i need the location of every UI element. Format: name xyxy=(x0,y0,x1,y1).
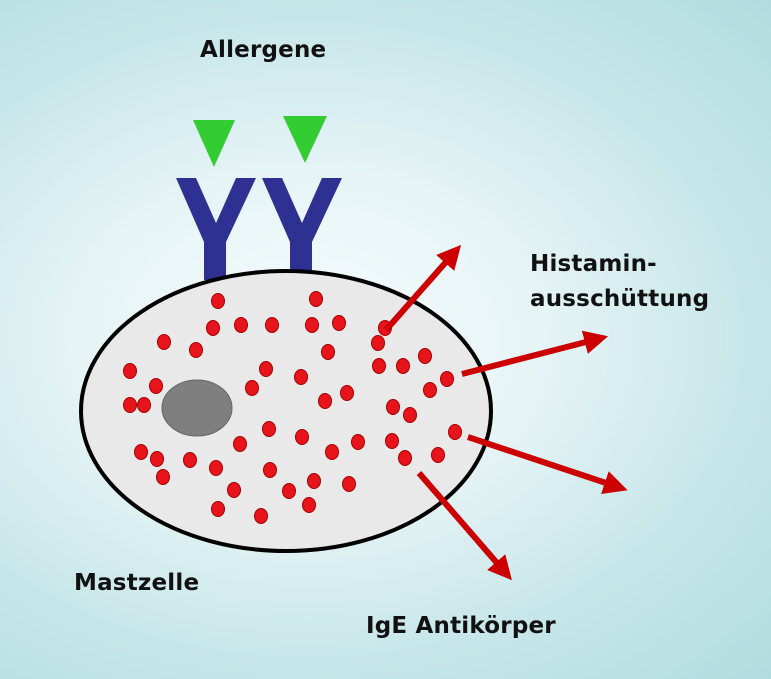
allergens-label: Allergene xyxy=(200,37,327,63)
allergen-triangle-left xyxy=(193,120,235,167)
granule xyxy=(233,436,247,452)
granule xyxy=(318,393,332,409)
granule xyxy=(211,501,225,517)
granule xyxy=(440,371,454,387)
ige-antibody-right xyxy=(262,178,342,280)
granule xyxy=(386,399,400,415)
granule xyxy=(325,444,339,460)
histamine-label-line1: Histamin- xyxy=(530,251,657,277)
granule xyxy=(206,320,220,336)
granule xyxy=(342,476,356,492)
granule xyxy=(262,421,276,437)
granule xyxy=(265,317,279,333)
granule xyxy=(211,293,225,309)
granule xyxy=(245,380,259,396)
mast-cell-body xyxy=(79,269,493,553)
histamine-release-label: Histamin- ausschüttung xyxy=(530,247,709,317)
granule xyxy=(396,358,410,374)
granule xyxy=(340,385,354,401)
granule xyxy=(372,358,386,374)
histamine-label-line2: ausschüttung xyxy=(530,286,710,312)
granule xyxy=(156,469,170,485)
granule xyxy=(282,483,296,499)
granule xyxy=(157,334,171,350)
granule xyxy=(123,397,137,413)
granule xyxy=(309,291,323,307)
granule xyxy=(385,433,399,449)
granule xyxy=(431,447,445,463)
granule xyxy=(294,369,308,385)
release-arrow-up xyxy=(383,244,462,332)
granule xyxy=(418,348,432,364)
granule xyxy=(259,361,273,377)
ige-antibodies-label: IgE Antikörper xyxy=(366,613,556,639)
allergen-triangle-right xyxy=(283,116,327,163)
cell-nucleus xyxy=(161,379,233,437)
histamine-granules xyxy=(123,291,462,524)
granule xyxy=(234,317,248,333)
granule xyxy=(254,508,268,524)
release-arrow-right xyxy=(461,330,609,377)
granule xyxy=(227,482,241,498)
granule xyxy=(423,382,437,398)
granule xyxy=(371,335,385,351)
granule xyxy=(189,342,203,358)
granule xyxy=(351,434,365,450)
histamine-release-arrows xyxy=(383,244,628,581)
granule xyxy=(321,344,335,360)
granule xyxy=(302,497,316,513)
granule xyxy=(183,452,197,468)
granule xyxy=(137,397,151,413)
ige-antibody-left xyxy=(176,178,256,280)
granule xyxy=(123,363,137,379)
granule xyxy=(209,460,223,476)
granule xyxy=(332,315,346,331)
granule xyxy=(263,462,277,478)
granule xyxy=(150,451,164,467)
mast-cell-label: Mastzelle xyxy=(74,570,200,596)
granule xyxy=(398,450,412,466)
granule xyxy=(305,317,319,333)
release-arrow-lower-right xyxy=(467,434,628,495)
granule xyxy=(134,444,148,460)
release-arrow-down xyxy=(416,471,512,581)
granule xyxy=(295,429,309,445)
granule xyxy=(307,473,321,489)
granule xyxy=(149,378,163,394)
granule xyxy=(448,424,462,440)
granule xyxy=(403,407,417,423)
